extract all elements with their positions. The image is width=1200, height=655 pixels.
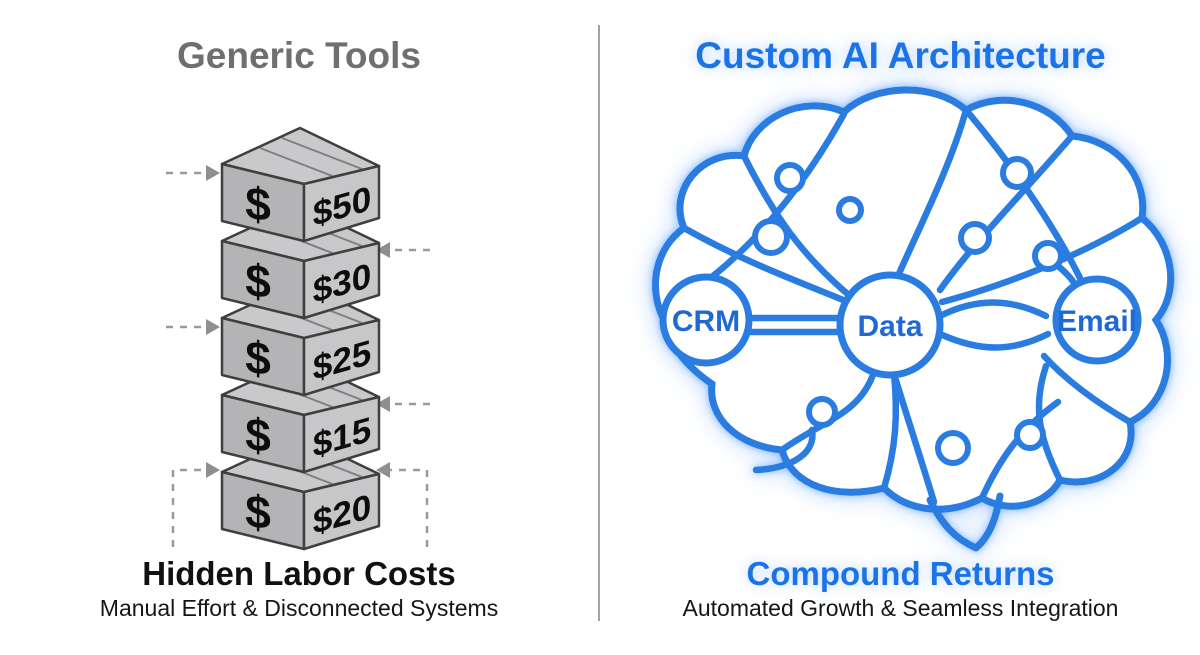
cost-arrow	[166, 165, 220, 181]
left-heading: Hidden Labor Costs	[142, 555, 456, 592]
arrowhead-icon	[376, 462, 390, 478]
arrowhead-icon	[376, 242, 390, 258]
email-node-label: Email	[1057, 305, 1137, 338]
box-seam-line	[281, 137, 363, 170]
box-dollar-symbol: $	[245, 254, 271, 309]
box-dollar-symbol: $	[245, 408, 271, 463]
arrowhead-icon	[206, 319, 220, 335]
box-dollar-symbol: $	[245, 177, 271, 232]
data-node-label: Data	[857, 310, 922, 343]
left-subheading: Manual Effort & Disconnected Systems	[99, 595, 499, 621]
center-divider	[598, 25, 600, 621]
arrowhead-icon	[206, 165, 220, 181]
box-right-face	[302, 472, 381, 551]
box-right-face	[302, 318, 381, 397]
cost-arrows	[166, 165, 430, 547]
right-subheading: Automated Growth & Seamless Integration	[682, 595, 1119, 621]
box-right-face	[302, 395, 381, 474]
crm-node-circle	[659, 273, 753, 367]
email-node-circle	[1052, 275, 1142, 365]
box-seam-line	[259, 147, 341, 180]
left-title: Generic Tools	[177, 35, 421, 76]
right-title: Custom AI Architecture	[695, 35, 1106, 76]
crm-node-label: CRM	[672, 305, 740, 338]
arrowhead-icon	[376, 396, 390, 412]
synapse-nodes-icon	[752, 156, 1064, 466]
cost-arrow	[376, 396, 430, 412]
price-box: $$20	[220, 434, 381, 551]
cost-box-stack: $$20$$15$$25$$30$$50	[220, 126, 381, 551]
arrowhead-icon	[206, 462, 220, 478]
data-node-circle	[836, 271, 944, 379]
box-right-face	[302, 241, 381, 320]
brain-stem-icon	[926, 492, 1004, 552]
brain-icon: CRM Data Email	[652, 86, 1175, 552]
right-heading: Compound Returns	[746, 555, 1055, 592]
cost-arrow	[166, 319, 220, 335]
cost-arrow	[376, 242, 430, 258]
integration-nodes: CRM Data Email	[659, 271, 1142, 379]
price-box: $$50	[220, 126, 381, 243]
box-dollar-symbol: $	[245, 331, 271, 386]
cost-arrow	[171, 462, 429, 547]
box-right-face	[302, 164, 381, 243]
box-dollar-symbol: $	[245, 485, 271, 540]
